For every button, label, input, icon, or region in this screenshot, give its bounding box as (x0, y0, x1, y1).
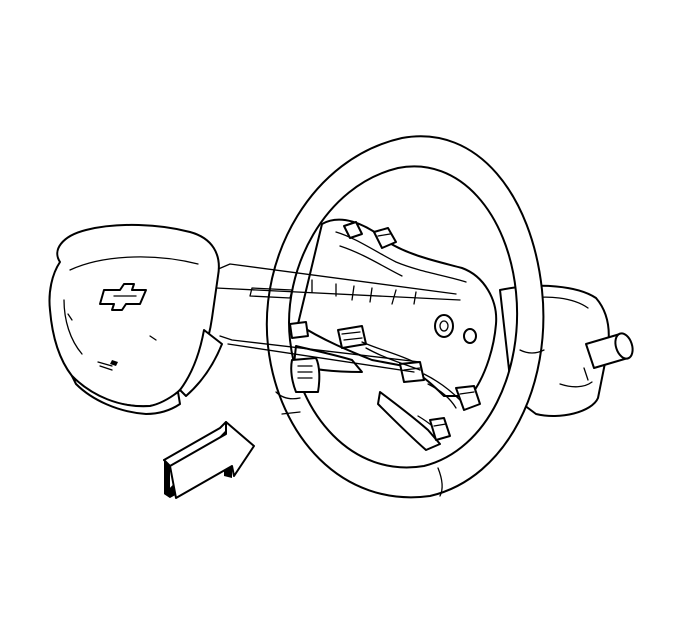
turn-signal-stalk (585, 332, 634, 369)
bowtie-emblem-icon (99, 283, 147, 311)
steering-wheel-rim (265, 135, 545, 499)
upper-clip (343, 221, 397, 249)
airbag-module (48, 223, 223, 415)
hub-connectors (289, 314, 477, 409)
guide-lines (215, 263, 461, 373)
direction-arrow-icon (163, 421, 255, 499)
lower-right-switch (429, 385, 481, 441)
lower-left-switch (290, 357, 321, 393)
